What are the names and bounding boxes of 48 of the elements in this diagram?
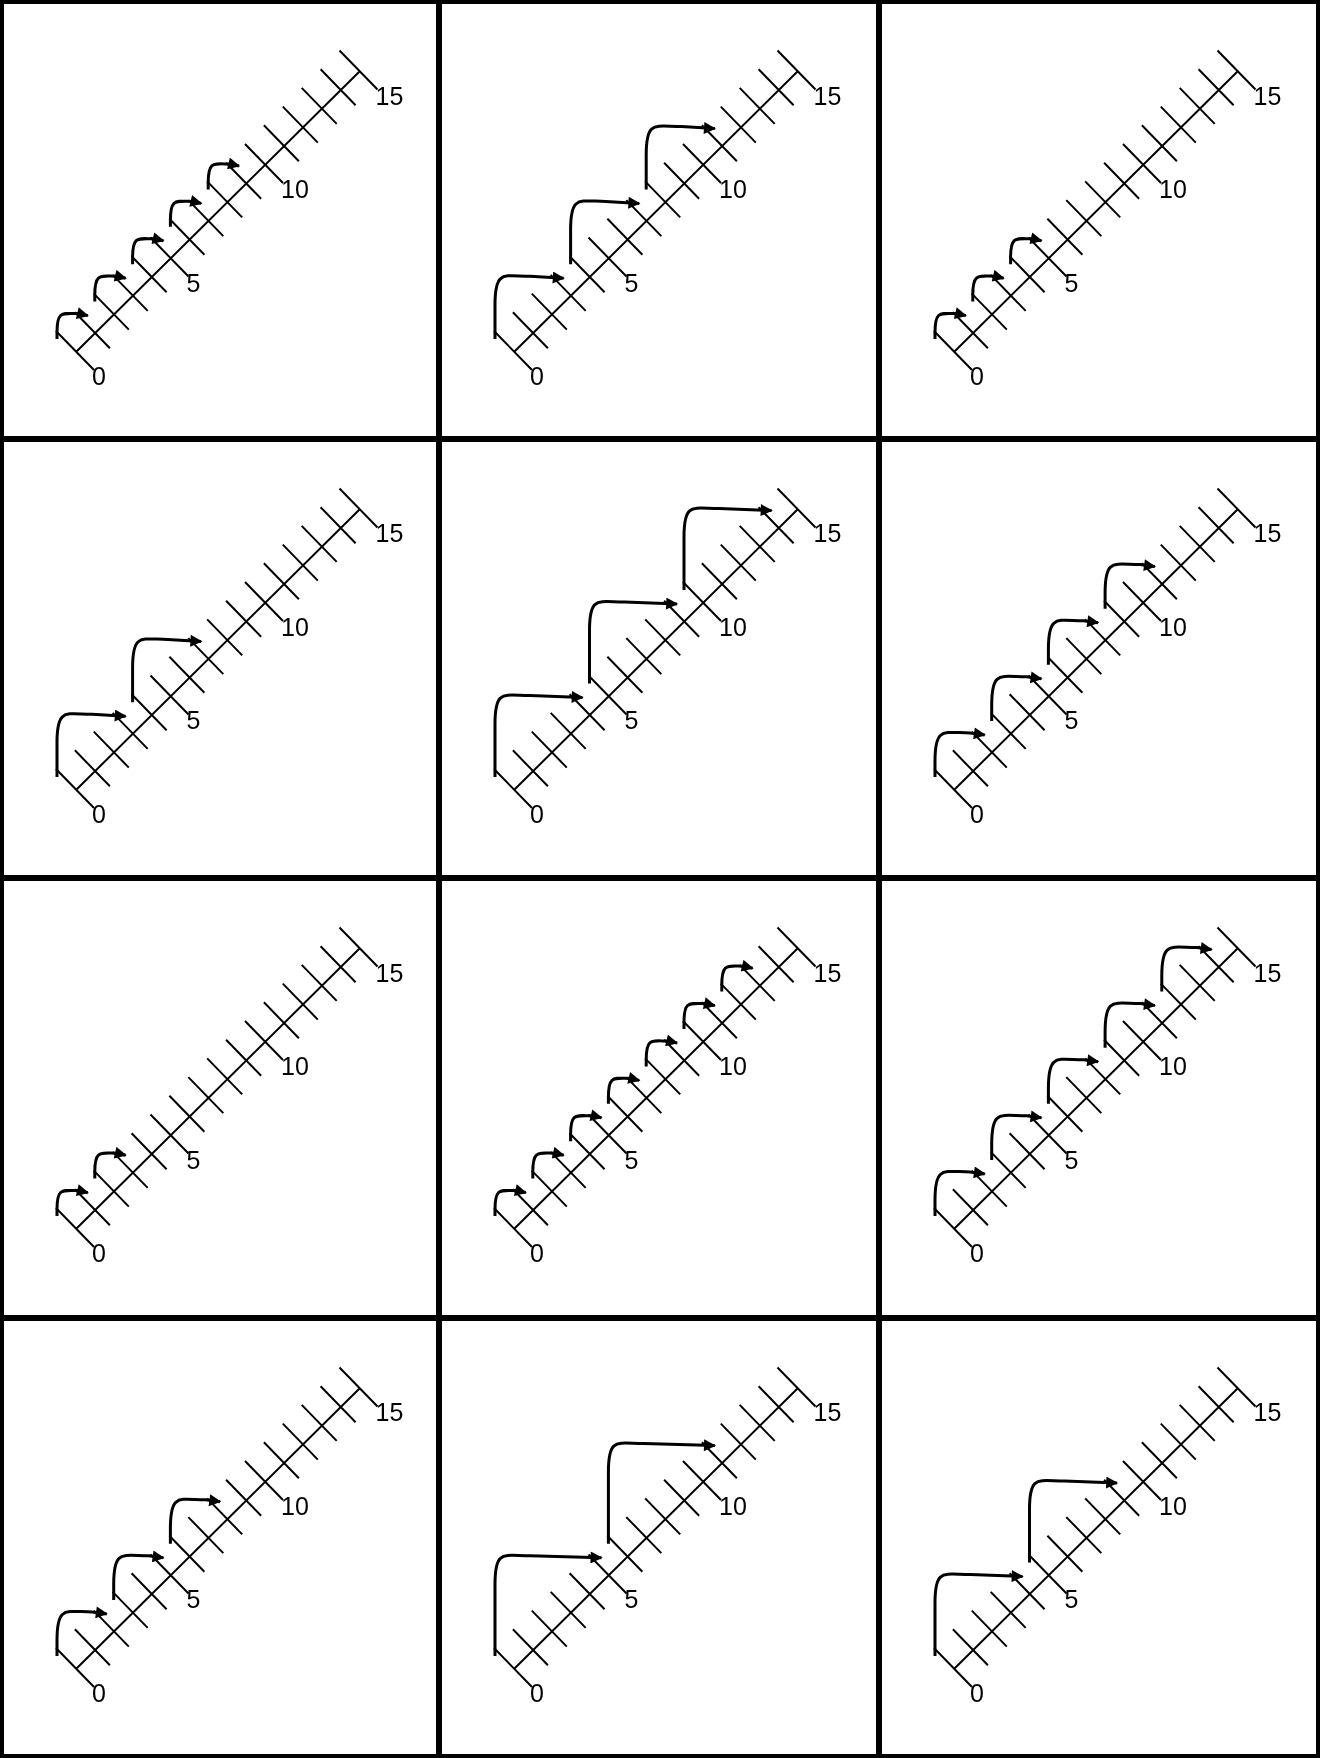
tick-label: 10: [1159, 1493, 1187, 1519]
tick-label: 10: [719, 177, 747, 202]
tick-label: 5: [186, 1587, 201, 1612]
tick-label: 15: [375, 521, 404, 546]
tick-label: 0: [970, 1241, 984, 1266]
tick-label: 10: [719, 1493, 747, 1519]
tick-label: 15: [1253, 960, 1282, 986]
tick-label: 5: [624, 1147, 639, 1173]
tick-label: 15: [375, 83, 404, 109]
tick-label: 10: [719, 614, 747, 640]
tick-label: 15: [813, 960, 842, 986]
tick-label: 0: [970, 801, 984, 827]
tick-label: 15: [813, 83, 842, 109]
tick-label: 5: [624, 270, 639, 296]
tick-label: 15: [813, 1400, 842, 1425]
tick-label: 5: [1064, 270, 1079, 296]
tick-label: 10: [1159, 1054, 1187, 1079]
tick-label: 10: [719, 1054, 747, 1079]
tick-label: 15: [375, 960, 404, 986]
tick-label: 10: [1159, 177, 1187, 202]
tick-label: 0: [92, 801, 106, 827]
tick-label: 5: [624, 708, 639, 733]
tick-label: 15: [813, 521, 842, 546]
tick-label: 5: [624, 1587, 639, 1612]
tick-label: 15: [1253, 83, 1282, 109]
tick-label: 15: [1253, 1400, 1282, 1425]
tick-label: 10: [281, 1493, 309, 1519]
tick-label: 5: [1064, 1147, 1079, 1173]
tick-label: 0: [970, 364, 984, 389]
tick-label: 0: [92, 1241, 106, 1266]
tick-label: 15: [1253, 521, 1282, 546]
tick-label: 10: [281, 177, 309, 202]
tick-label: 0: [530, 364, 544, 389]
tick-label: 5: [186, 270, 201, 296]
tick-label: 10: [1159, 614, 1187, 640]
tick-label: 10: [281, 614, 309, 640]
tick-label: 5: [186, 708, 201, 733]
tick-label: 0: [530, 1680, 544, 1706]
tick-label: 10: [281, 1054, 309, 1079]
tick-label: 0: [970, 1680, 984, 1706]
tick-label: 5: [1064, 1587, 1079, 1612]
tick-label: 0: [92, 364, 106, 389]
tick-label: 0: [530, 801, 544, 827]
tick-label: 5: [186, 1147, 201, 1173]
tick-label: 0: [92, 1680, 106, 1706]
tick-label: 0: [530, 1241, 544, 1266]
tick-label: 15: [375, 1400, 404, 1425]
tick-label: 5: [1064, 708, 1079, 733]
